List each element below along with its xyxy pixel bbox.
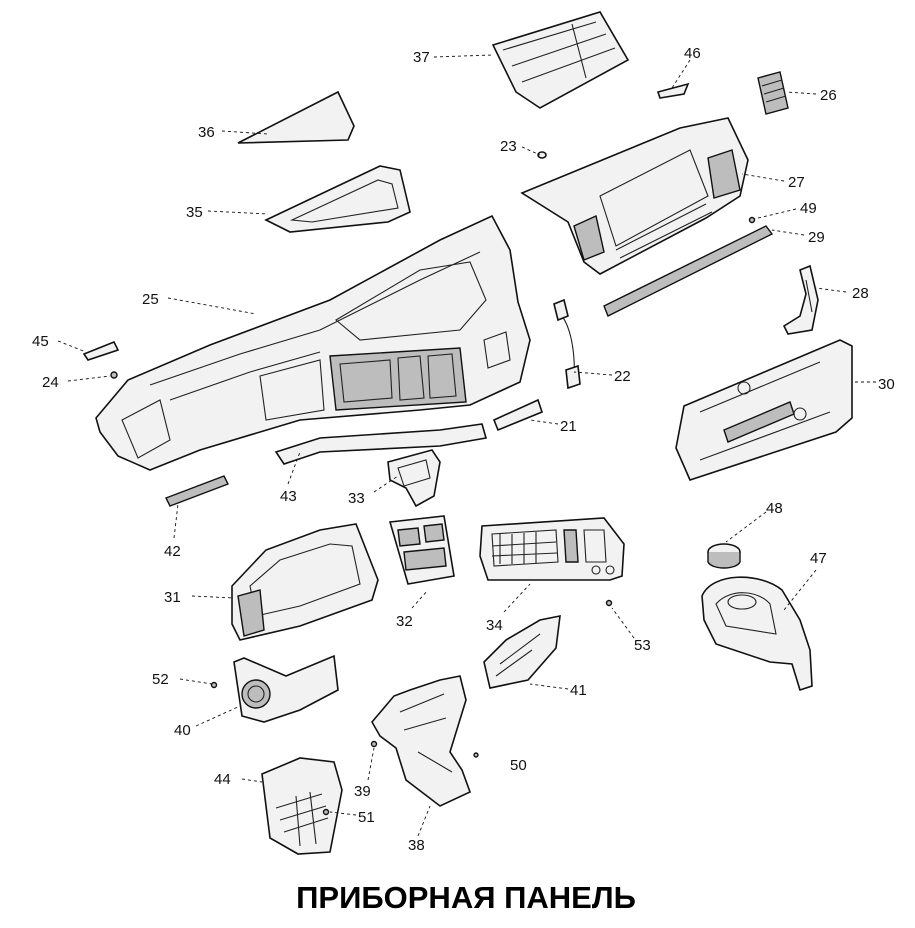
part-27-center-trim <box>520 117 749 275</box>
part-45-clip <box>82 340 120 361</box>
part-36-triangle-panel <box>237 90 355 144</box>
part-41-bracket <box>483 614 561 689</box>
part-40-lower-left-panel <box>233 654 339 723</box>
part-30-lower-right-panel <box>675 339 853 481</box>
part-29-trim-strip <box>603 225 774 317</box>
part-32-switch-panel <box>388 515 455 585</box>
callout-43: 43 <box>280 488 297 505</box>
callout-26: 26 <box>820 87 837 104</box>
callout-34: 34 <box>486 617 503 634</box>
callout-32: 32 <box>396 613 413 630</box>
callout-51: 51 <box>358 809 375 826</box>
part-49-screw <box>748 216 756 224</box>
callout-30: 30 <box>878 376 895 393</box>
callout-21: 21 <box>560 418 577 435</box>
part-38-center-support <box>371 675 472 807</box>
part-47-cupholder-tray <box>701 576 813 692</box>
callout-23: 23 <box>500 138 517 155</box>
part-35-frame <box>264 165 411 233</box>
callout-38: 38 <box>408 837 425 854</box>
part-31-cluster-hood <box>231 523 379 641</box>
callout-50: 50 <box>510 757 527 774</box>
part-33-bracket <box>387 449 441 508</box>
callout-41: 41 <box>570 682 587 699</box>
callout-49: 49 <box>800 200 817 217</box>
part-22-side-bracket <box>553 298 581 390</box>
part-50-pin <box>473 752 479 758</box>
callout-42: 42 <box>164 543 181 560</box>
callout-44: 44 <box>214 771 231 788</box>
callout-22: 22 <box>614 368 631 385</box>
callout-40: 40 <box>174 722 191 739</box>
part-43-lower-strip <box>274 423 488 465</box>
callout-45: 45 <box>32 333 49 350</box>
callout-53: 53 <box>634 637 651 654</box>
part-23-cap <box>537 151 547 159</box>
part-48-cup <box>707 543 741 569</box>
callout-24: 24 <box>42 374 59 391</box>
part-24-pin <box>110 371 118 379</box>
part-39-screw <box>370 740 378 748</box>
callout-35: 35 <box>186 204 203 221</box>
part-52-screw <box>210 681 218 689</box>
part-46-clip <box>656 82 690 99</box>
part-21-trim-piece <box>492 398 543 432</box>
callout-36: 36 <box>198 124 215 141</box>
part-44-lower-switch-panel <box>261 757 343 855</box>
part-34-console-faceplate <box>479 517 625 581</box>
part-53-screw <box>605 599 613 607</box>
part-37-upper-cover <box>491 11 630 109</box>
callout-33: 33 <box>348 490 365 507</box>
callout-29: 29 <box>808 229 825 246</box>
callout-28: 28 <box>852 285 869 302</box>
part-26-vent <box>757 71 789 115</box>
part-28-vertical-bracket <box>782 264 819 335</box>
callout-27: 27 <box>788 174 805 191</box>
callout-52: 52 <box>152 671 169 688</box>
callout-39: 39 <box>354 783 371 800</box>
callout-25: 25 <box>142 291 159 308</box>
leader-lines <box>57 54 876 837</box>
callout-31: 31 <box>164 589 181 606</box>
callout-47: 47 <box>810 550 827 567</box>
callout-46: 46 <box>684 45 701 62</box>
part-51-screw <box>322 808 330 816</box>
callout-48: 48 <box>766 500 783 517</box>
callout-37: 37 <box>413 49 430 66</box>
part-42-strip <box>165 475 229 507</box>
part-25-main-instrument-panel <box>95 214 531 471</box>
diagram-title: ПРИБОРНАЯ ПАНЕЛЬ <box>296 880 636 915</box>
